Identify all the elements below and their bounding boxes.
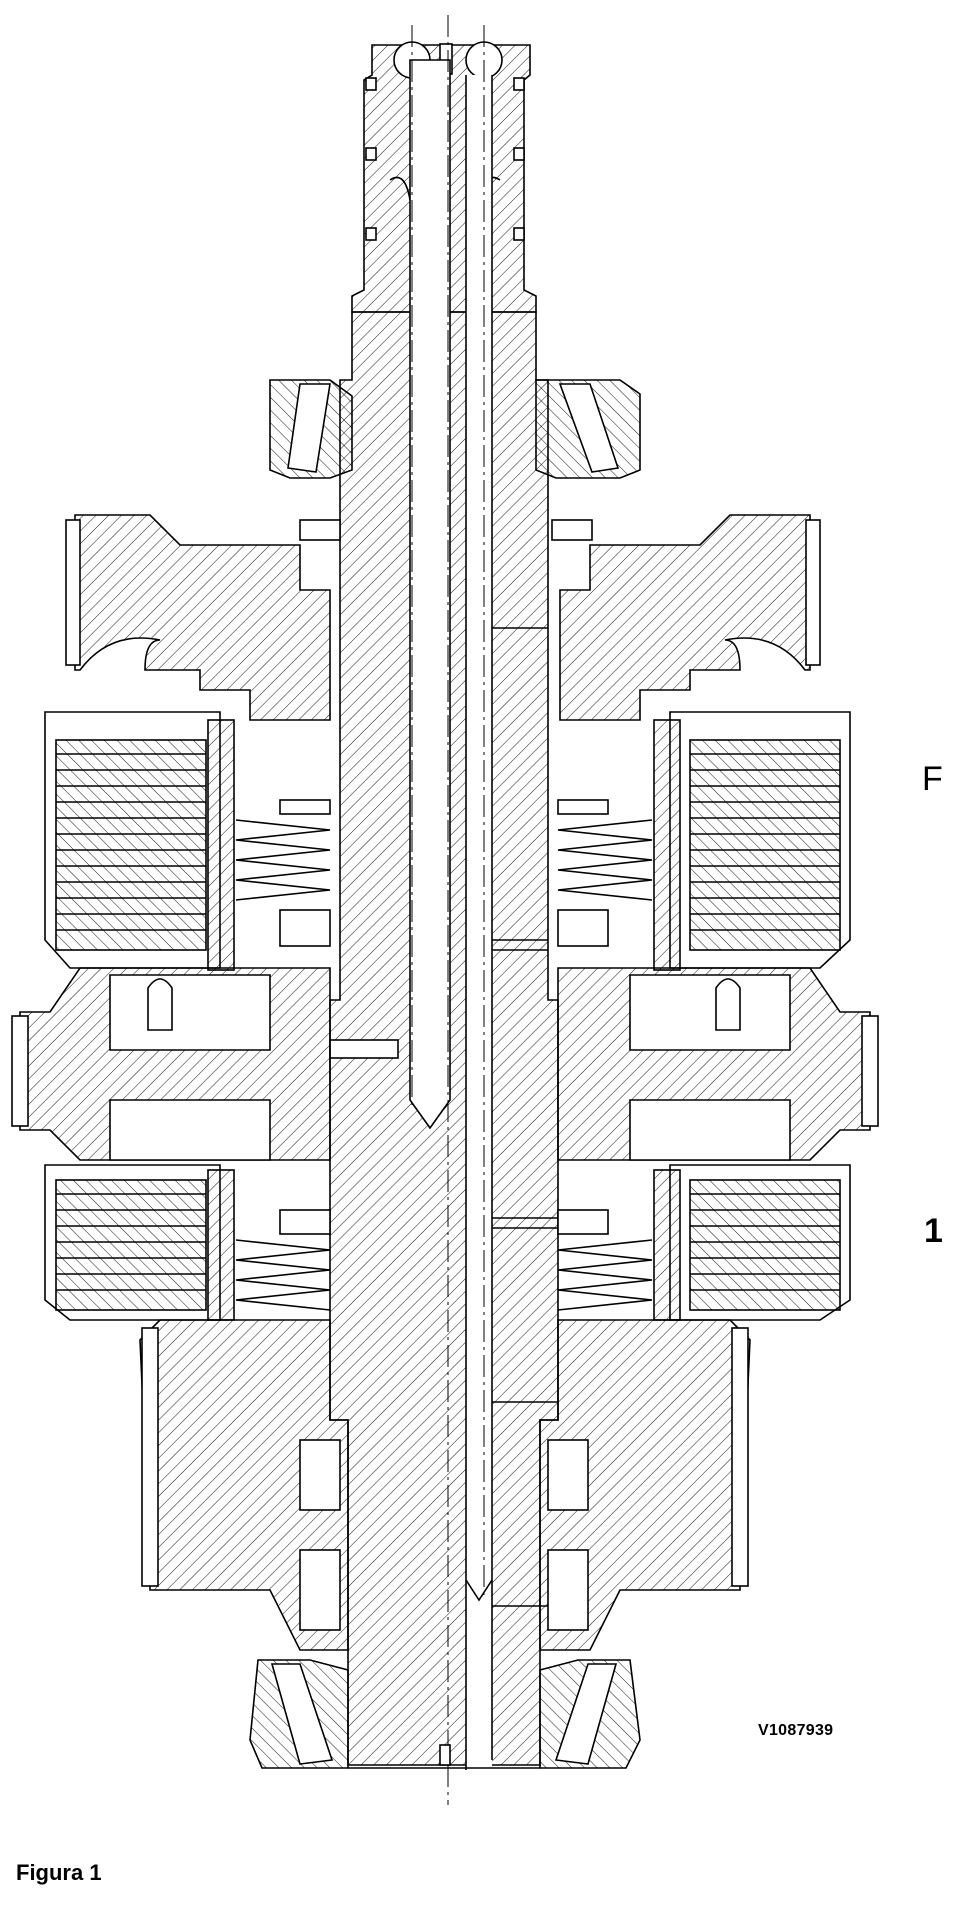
center-lines [411, 15, 485, 1805]
lower-gear [139, 1319, 751, 1651]
upper-taper-bearing-left [269, 379, 353, 479]
upper-clutch-pack-right [653, 711, 851, 971]
lower-taper-bearing-right [539, 1659, 641, 1769]
main-shaft [329, 59, 559, 1775]
figure-caption: Figura 1 [16, 1860, 102, 1885]
lower-spring-left [235, 1209, 331, 1311]
lower-clutch-pack-right [653, 1164, 851, 1321]
lower-clutch-pack-left [44, 1164, 235, 1321]
lower-taper-bearing-left [249, 1659, 349, 1769]
side-label-f: F [922, 760, 943, 798]
side-label-1: 1 [924, 1212, 943, 1250]
upper-clutch-pack-left [44, 711, 235, 971]
upper-taper-bearing-right [535, 379, 641, 479]
drawing-code-label: V1087939 [758, 1722, 834, 1739]
lower-spring-right [557, 1209, 653, 1311]
upper-gear-right [551, 514, 821, 721]
upper-spring-left [235, 799, 331, 947]
upper-gear-left [65, 514, 341, 721]
central-hub [11, 967, 879, 1161]
upper-spring-right [557, 799, 653, 947]
